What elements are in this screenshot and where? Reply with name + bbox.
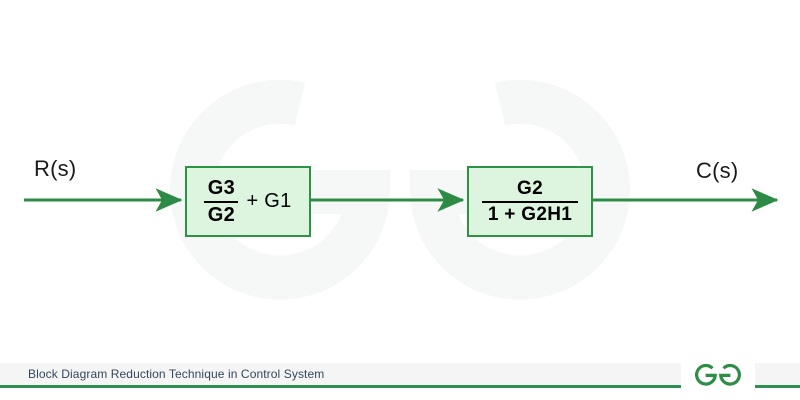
block-2-denominator: 1 + G2H1 — [487, 203, 573, 225]
transfer-function-block-1: G3 G2 + G1 — [185, 166, 311, 237]
block-1-denominator: G2 — [207, 203, 236, 226]
input-signal-label: R(s) — [34, 156, 77, 181]
footer-band — [0, 363, 800, 387]
block-2-fraction: G2 1 + G2H1 — [482, 179, 578, 224]
block-1-expression: G3 G2 + G1 — [204, 178, 291, 225]
gfg-logo-icon — [695, 363, 741, 386]
footer-caption: Block Diagram Reduction Technique in Con… — [28, 367, 325, 381]
block-1-numerator: G3 — [207, 177, 236, 200]
block-2-numerator: G2 — [517, 178, 543, 200]
output-signal-label: C(s) — [696, 158, 739, 183]
fraction-bar-icon — [482, 200, 578, 203]
fraction-bar-icon — [204, 200, 239, 203]
gfg-logo — [681, 352, 755, 398]
block-1-fraction: G3 G2 — [204, 177, 239, 226]
block-2-expression: G2 1 + G2H1 — [482, 179, 578, 224]
transfer-function-block-2: G2 1 + G2H1 — [467, 166, 593, 237]
footer-rule — [0, 385, 800, 388]
block-1-addend: + G1 — [246, 189, 292, 212]
